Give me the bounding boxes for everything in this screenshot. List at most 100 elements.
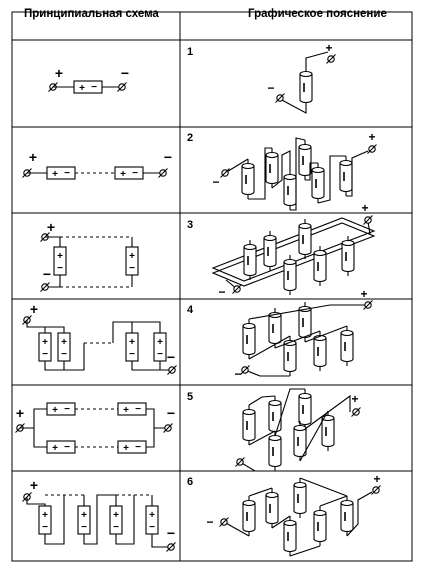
r5-cyl-6-bottom — [321, 443, 335, 448]
r3-cyl-3-body — [299, 226, 311, 252]
r5-sign-minus: − — [167, 405, 175, 421]
r5-cyl-3-top — [298, 392, 312, 400]
r6-g-wire — [223, 521, 250, 537]
r3-g-sign-minus: − — [218, 285, 225, 299]
r5-cell-1-minus: − — [64, 404, 70, 415]
r3-cyl-6-bottom — [341, 268, 355, 273]
r3-g-sign-plus: + — [361, 201, 368, 215]
r5-wire — [146, 428, 155, 448]
r2-cell-2-minus: − — [132, 168, 138, 179]
r5-cyl-4-bottom — [268, 463, 282, 468]
r4-g-wire — [274, 330, 321, 349]
row-4-number: 4 — [187, 304, 194, 316]
r3-cell-2-minus: − — [129, 263, 135, 274]
r3-terminal-minus-slash — [40, 282, 50, 292]
header-graphic: Графическое пояснение — [248, 8, 387, 20]
r2-g-wire — [224, 158, 249, 174]
r4-wire — [44, 361, 65, 371]
r5-cyl-6-body — [322, 418, 334, 444]
r4-wire — [64, 343, 85, 371]
r6-cell-2-plus: + — [81, 510, 87, 521]
r1-cyl-top — [299, 70, 313, 78]
r6-wire — [151, 534, 171, 548]
r6-wire — [83, 494, 117, 545]
r1-cyl-bottom — [299, 99, 313, 104]
r6-cyl-4-top — [283, 519, 297, 527]
r6-g-sign-plus: + — [373, 472, 380, 486]
r6-g-wire — [299, 477, 348, 497]
r5-cyl-3-body — [299, 396, 311, 422]
r4-cell-4-plus: + — [157, 337, 163, 348]
r5-cyl-5-top — [293, 424, 307, 432]
r5-g-terminal-minus-slash — [235, 457, 245, 467]
r6-g-wire — [289, 545, 321, 557]
r6-sign-plus: + — [30, 477, 38, 493]
r4-sign-minus: − — [167, 349, 175, 365]
table-border — [11, 11, 413, 562]
r6-cyl-4-body — [284, 523, 296, 549]
r4-cyl-6-bottom — [340, 358, 354, 363]
r2-g-wire — [305, 162, 318, 181]
r5-g-wire — [248, 395, 276, 406]
r1-terminal-minus-slash — [117, 82, 127, 92]
r3-cyl-6-body — [342, 243, 354, 269]
r5-wire — [33, 428, 47, 448]
r6-terminal-minus-slash — [166, 542, 176, 552]
r3-cyl-2-body — [264, 238, 276, 264]
r6-cyl-1-body — [243, 503, 255, 529]
r2-g-wire — [271, 150, 291, 189]
r2-cyl-5-top — [311, 166, 325, 174]
r3-cyl-5-body — [314, 253, 326, 279]
r3-cyl-1-bottom — [243, 272, 257, 277]
r5-cyl-1-top — [242, 408, 256, 416]
r6-cyl-2-bottom — [265, 520, 279, 525]
r4-cyl-5-body — [314, 338, 326, 364]
row-3-number: 3 — [187, 219, 194, 231]
r5-cell-3-plus: + — [123, 405, 129, 416]
r3-cell-1-plus: + — [57, 251, 63, 262]
r6-cyl-6-top — [340, 499, 354, 507]
r2-g-sign-minus: − — [212, 175, 219, 189]
r2-g-wire — [346, 150, 369, 197]
r6-cell-1-minus: − — [42, 522, 48, 533]
r3-g-terminal-plus-slash — [363, 215, 373, 225]
r4-g-terminal-minus-slash — [240, 365, 250, 375]
r4-cyl-5-bottom — [313, 363, 327, 368]
r4-cell-1-plus: + — [42, 337, 48, 348]
r4-cell-1-minus: − — [42, 349, 48, 360]
r6-g-wire — [346, 491, 373, 537]
r2-terminal-minus-slash — [158, 168, 168, 178]
r4-cyl-4-body — [284, 343, 296, 369]
r3-cyl-4-body — [284, 262, 296, 288]
r2-cyl-2-bottom — [265, 180, 279, 185]
r3-cyl-4-bottom — [283, 287, 297, 292]
r2-g-wire — [248, 147, 272, 200]
r4-terminal-minus-slash — [167, 365, 177, 375]
r5-cyl-4-top — [268, 434, 282, 442]
r4-cell-2-plus: + — [61, 337, 67, 348]
r2-cyl-4-top — [298, 143, 312, 151]
r4-g-wire — [244, 369, 290, 377]
r5-g-wire — [248, 430, 276, 446]
r1-g-sign-plus: + — [325, 41, 332, 55]
r4-g-wire — [248, 335, 291, 360]
r1-cyl-body — [300, 74, 312, 100]
r3-cyl-5-top — [313, 249, 327, 257]
r1-sign-plus: + — [55, 65, 63, 81]
r6-wire — [26, 497, 46, 506]
r2-cyl-2-body — [266, 155, 278, 181]
r2-cyl-3-bottom — [283, 202, 297, 207]
r5-cyl-1-body — [243, 412, 255, 438]
r6-cyl-2-body — [266, 495, 278, 521]
r2-g-terminal-plus-slash — [367, 144, 377, 154]
r4-cell-2-minus: − — [61, 349, 67, 360]
r3-cyl-5-bottom — [313, 278, 327, 283]
r5-sign-plus: + — [16, 405, 24, 421]
r6-cell-4-plus: + — [149, 510, 155, 521]
r2-cyl-1-body — [242, 166, 254, 192]
row-2-number: 2 — [187, 132, 194, 144]
r6-g-terminal-plus-slash — [371, 485, 381, 495]
r2-cell-1-plus: + — [52, 169, 58, 180]
r6-wire — [115, 495, 135, 545]
r6-cyl-1-top — [242, 499, 256, 507]
